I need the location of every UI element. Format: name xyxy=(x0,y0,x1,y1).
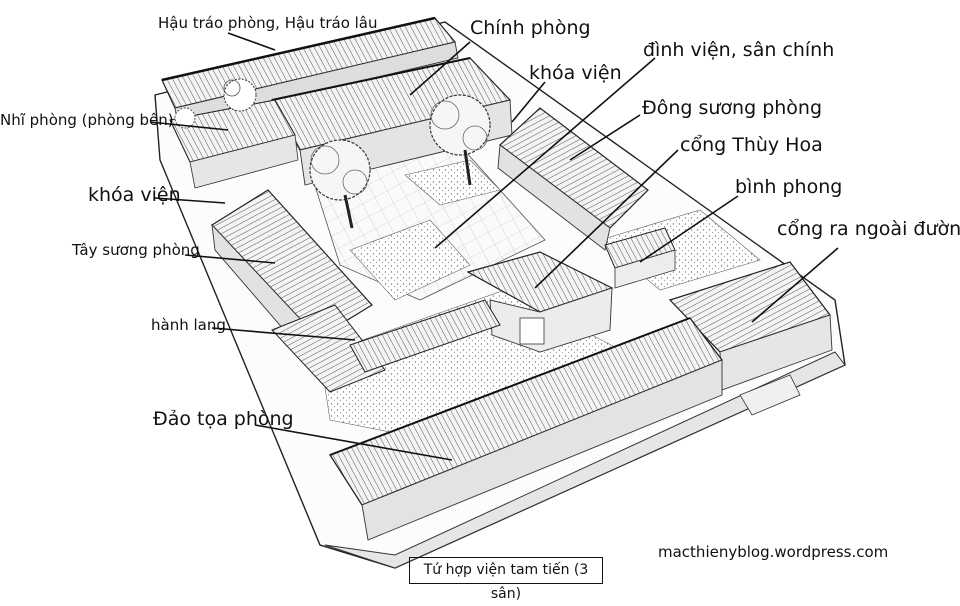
leader-nhi-phong xyxy=(149,121,229,131)
courtyard-illustration xyxy=(149,16,846,569)
label-hau-trao-phong: Hậu tráo phòng, Hậu tráo lâu xyxy=(158,14,378,32)
leader-dong-suong xyxy=(569,114,641,161)
label-chinh-phong: Chính phòng xyxy=(470,17,591,39)
leader-cong-thuy-hoa xyxy=(534,149,679,289)
tree-small xyxy=(174,107,196,129)
leader-hau-trao xyxy=(227,32,276,51)
thuy-hoa-gate xyxy=(466,251,614,353)
label-dong-suong-phong: Đông sương phòng xyxy=(642,97,823,119)
leader-khoa-vien-left xyxy=(154,197,226,204)
leader-lines xyxy=(149,32,839,461)
label-dinh-vien: đình viện, sân chính xyxy=(643,39,835,61)
ear-room xyxy=(169,99,299,189)
tree-right xyxy=(429,94,491,186)
leader-hanh-lang xyxy=(211,327,356,341)
caption: Tứ hợp viện tam tiến (3 sân) xyxy=(409,557,603,602)
label-cong-thuy-hoa: cổng Thùy Hoa xyxy=(680,134,823,156)
label-khoa-vien-left: khóa viện xyxy=(88,184,181,206)
label-hanh-lang: hành lang xyxy=(151,316,226,334)
leader-chinh-phong xyxy=(409,41,471,96)
label-tay-suong-phong: Tây sương phòng xyxy=(72,241,200,259)
label-dao-toa-phong: Đảo tọa phòng xyxy=(153,408,294,430)
tree-left xyxy=(309,139,371,229)
leader-dao-toa xyxy=(254,424,453,461)
credit-text: macthienyblog.wordpress.com xyxy=(658,543,889,561)
label-cong-ra-ngoai: cổng ra ngoài đường lớn xyxy=(777,218,960,240)
entrance-gate xyxy=(668,261,833,416)
leader-dinh-vien xyxy=(434,57,656,249)
leader-cong-ra-ngoai xyxy=(751,247,839,323)
label-binh-phong: bình phong xyxy=(735,176,843,198)
tree-rear xyxy=(223,78,257,112)
label-khoa-vien-top: khóa viện xyxy=(529,62,622,84)
label-nhi-phong: Nhĩ phòng (phòng bên) xyxy=(0,111,174,129)
corridor xyxy=(271,299,501,393)
screen-wall xyxy=(604,227,676,289)
leader-binh-phong xyxy=(639,195,739,263)
front-row-building xyxy=(329,317,724,541)
leader-khoa-vien-top xyxy=(511,81,546,123)
east-wing xyxy=(497,107,649,251)
leader-tay-suong xyxy=(184,254,276,264)
